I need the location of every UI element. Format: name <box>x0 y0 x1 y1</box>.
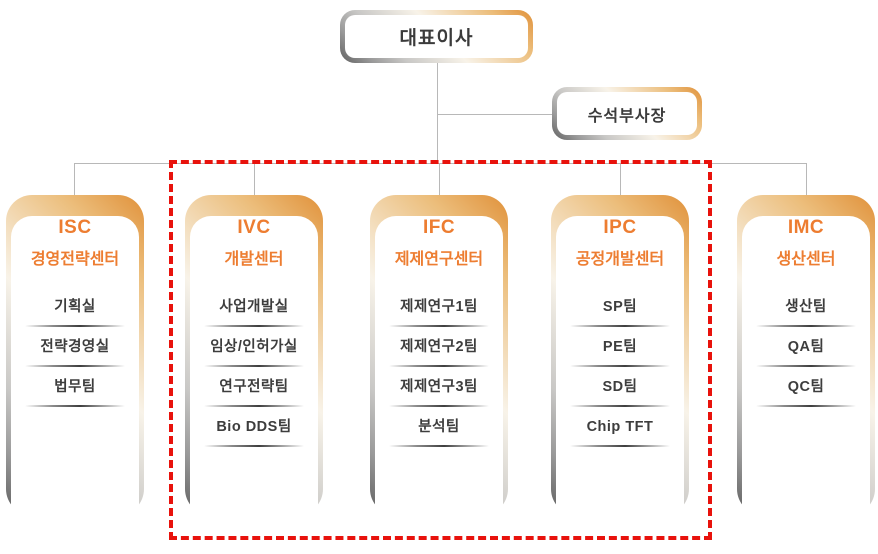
separator-line <box>756 325 856 327</box>
separator-line <box>570 325 670 327</box>
center-node-isc-inner: ISC 경영전략센터 기획실 전략경영실 법무팀 <box>11 216 139 526</box>
center-code-ipc: IPC <box>603 217 637 238</box>
center-code-imc: IMC <box>787 217 825 238</box>
connector-drop-imc <box>806 163 807 195</box>
connector-drop-ipc <box>620 163 621 195</box>
team-label: Bio DDS팀 <box>216 419 292 435</box>
ceo-node-inner: 대표이사 <box>345 15 528 58</box>
separator-line <box>204 365 304 367</box>
separator-line <box>25 405 125 407</box>
separator-line <box>756 405 856 407</box>
team-item: 법무팀 <box>11 376 139 416</box>
team-label: 법무팀 <box>54 379 96 395</box>
team-item: Chip TFT <box>556 416 684 456</box>
ceo-label: 대표이사 <box>399 28 474 49</box>
connector-drop-isc <box>74 163 75 195</box>
team-label: 제제연구1팀 <box>400 299 478 315</box>
vice-president-node: 수석부사장 <box>552 87 702 140</box>
team-list-ivc: 사업개발실 임상/인허가실 연구전략팀 Bio DDS팀 <box>190 296 318 456</box>
connector-vice-branch <box>437 114 552 115</box>
center-node-ifc: IFC 제제연구센터 제제연구1팀 제제연구2팀 제제연구3팀 분석팀 <box>370 195 508 526</box>
team-label: QC팀 <box>787 379 825 395</box>
team-label: 전략경영실 <box>40 339 110 355</box>
separator-line <box>204 405 304 407</box>
team-label: QA팀 <box>787 339 825 355</box>
center-name-isc: 경영전략센터 <box>30 251 120 268</box>
center-node-ipc-inner: IPC 공정개발센터 SP팀 PE팀 SD팀 Chip TFT <box>556 216 684 526</box>
separator-line <box>756 365 856 367</box>
team-label: PE팀 <box>602 339 638 355</box>
separator-line <box>204 325 304 327</box>
team-label: SD팀 <box>602 379 638 395</box>
team-label: 연구전략팀 <box>219 379 289 395</box>
team-list-ipc: SP팀 PE팀 SD팀 Chip TFT <box>556 296 684 456</box>
ceo-node: 대표이사 <box>340 10 533 63</box>
separator-line <box>389 405 489 407</box>
team-item: 제제연구1팀 <box>375 296 503 336</box>
center-node-imc: IMC 생산센터 생산팀 QA팀 QC팀 <box>737 195 875 526</box>
team-item: QA팀 <box>742 336 870 376</box>
team-item: 사업개발실 <box>190 296 318 336</box>
center-name-ivc: 개발센터 <box>224 251 284 268</box>
team-label: SP팀 <box>602 299 638 315</box>
team-item: Bio DDS팀 <box>190 416 318 456</box>
connector-ceo-vertical <box>437 63 438 163</box>
team-label: 임상/인허가실 <box>210 339 298 355</box>
center-code-isc: ISC <box>58 217 92 238</box>
team-item: 연구전략팀 <box>190 376 318 416</box>
team-label: Chip TFT <box>586 419 654 435</box>
team-item: 생산팀 <box>742 296 870 336</box>
connector-drop-ifc <box>439 163 440 195</box>
separator-line <box>570 365 670 367</box>
team-label: 제제연구3팀 <box>400 379 478 395</box>
team-label: 생산팀 <box>785 299 827 315</box>
team-item: SD팀 <box>556 376 684 416</box>
separator-line <box>389 325 489 327</box>
separator-line <box>570 405 670 407</box>
team-item: QC팀 <box>742 376 870 416</box>
center-node-ivc-inner: IVC 개발센터 사업개발실 임상/인허가실 연구전략팀 Bio DDS팀 <box>190 216 318 526</box>
team-item: 전략경영실 <box>11 336 139 376</box>
vice-president-node-inner: 수석부사장 <box>557 92 697 135</box>
team-item: 기획실 <box>11 296 139 336</box>
team-item: 제제연구2팀 <box>375 336 503 376</box>
separator-line <box>389 445 489 447</box>
team-label: 분석팀 <box>418 419 460 435</box>
center-name-ipc: 공정개발센터 <box>575 251 665 268</box>
center-node-ifc-inner: IFC 제제연구센터 제제연구1팀 제제연구2팀 제제연구3팀 분석팀 <box>375 216 503 526</box>
center-node-ipc: IPC 공정개발센터 SP팀 PE팀 SD팀 Chip TFT <box>551 195 689 526</box>
center-node-imc-inner: IMC 생산센터 생산팀 QA팀 QC팀 <box>742 216 870 526</box>
vice-president-label: 수석부사장 <box>587 107 667 125</box>
team-item: PE팀 <box>556 336 684 376</box>
center-name-ifc: 제제연구센터 <box>394 251 484 268</box>
separator-line <box>25 365 125 367</box>
team-list-imc: 생산팀 QA팀 QC팀 <box>742 296 870 416</box>
center-code-ifc: IFC <box>422 217 456 238</box>
center-node-ivc: IVC 개발센터 사업개발실 임상/인허가실 연구전략팀 Bio DDS팀 <box>185 195 323 526</box>
separator-line <box>204 445 304 447</box>
separator-line <box>25 325 125 327</box>
team-item: 분석팀 <box>375 416 503 456</box>
center-node-isc: ISC 경영전략센터 기획실 전략경영실 법무팀 <box>6 195 144 526</box>
team-item: SP팀 <box>556 296 684 336</box>
highlight-red-dashed-box <box>169 160 712 540</box>
team-label: 제제연구2팀 <box>400 339 478 355</box>
separator-line <box>389 365 489 367</box>
separator-line <box>570 445 670 447</box>
team-list-isc: 기획실 전략경영실 법무팀 <box>11 296 139 416</box>
team-item: 임상/인허가실 <box>190 336 318 376</box>
center-name-imc: 생산센터 <box>776 251 836 268</box>
team-item: 제제연구3팀 <box>375 376 503 416</box>
team-label: 기획실 <box>54 299 96 315</box>
connector-drop-ivc <box>254 163 255 195</box>
team-label: 사업개발실 <box>219 299 289 315</box>
team-list-ifc: 제제연구1팀 제제연구2팀 제제연구3팀 분석팀 <box>375 296 503 456</box>
center-code-ivc: IVC <box>237 217 271 238</box>
